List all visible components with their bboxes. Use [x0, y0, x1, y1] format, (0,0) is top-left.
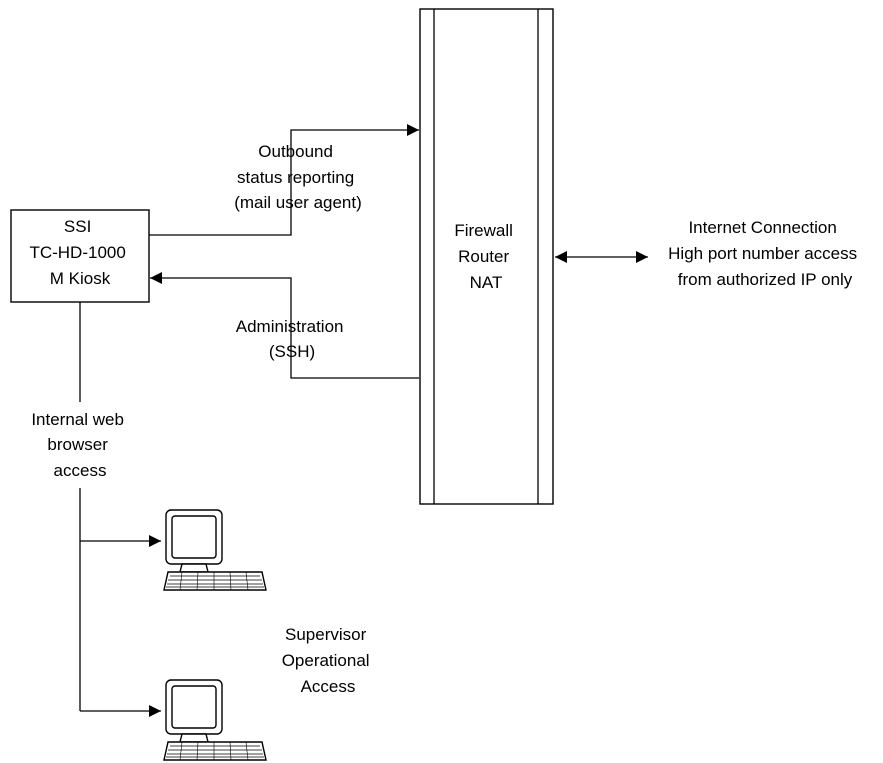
administration-label: Administration (SSH): [236, 317, 348, 361]
outbound-label: Outbound status reporting (mail user age…: [234, 142, 362, 212]
internet-connector: Internet Connection High port number acc…: [555, 218, 862, 289]
kiosk-box: SSI TC-HD-1000 M Kiosk: [10, 209, 150, 303]
firewall-router-box: Firewall Router NAT: [419, 8, 554, 505]
administration-connector: Administration (SSH): [150, 272, 419, 379]
outbound-connector: Outbound status reporting (mail user age…: [149, 124, 419, 236]
desktop-computer-icon: [163, 509, 267, 591]
kiosk-label: SSI TC-HD-1000 M Kiosk: [29, 217, 130, 288]
internet-label: Internet Connection High port number acc…: [668, 218, 862, 289]
desktop-computer-icon: [163, 679, 267, 761]
internal-web-connector: Internal web browser access: [31, 302, 161, 717]
supervisor-label: Supervisor Operational Access: [282, 625, 375, 696]
internal-web-label: Internal web browser access: [31, 410, 128, 480]
firewall-label: Firewall Router NAT: [454, 221, 517, 292]
